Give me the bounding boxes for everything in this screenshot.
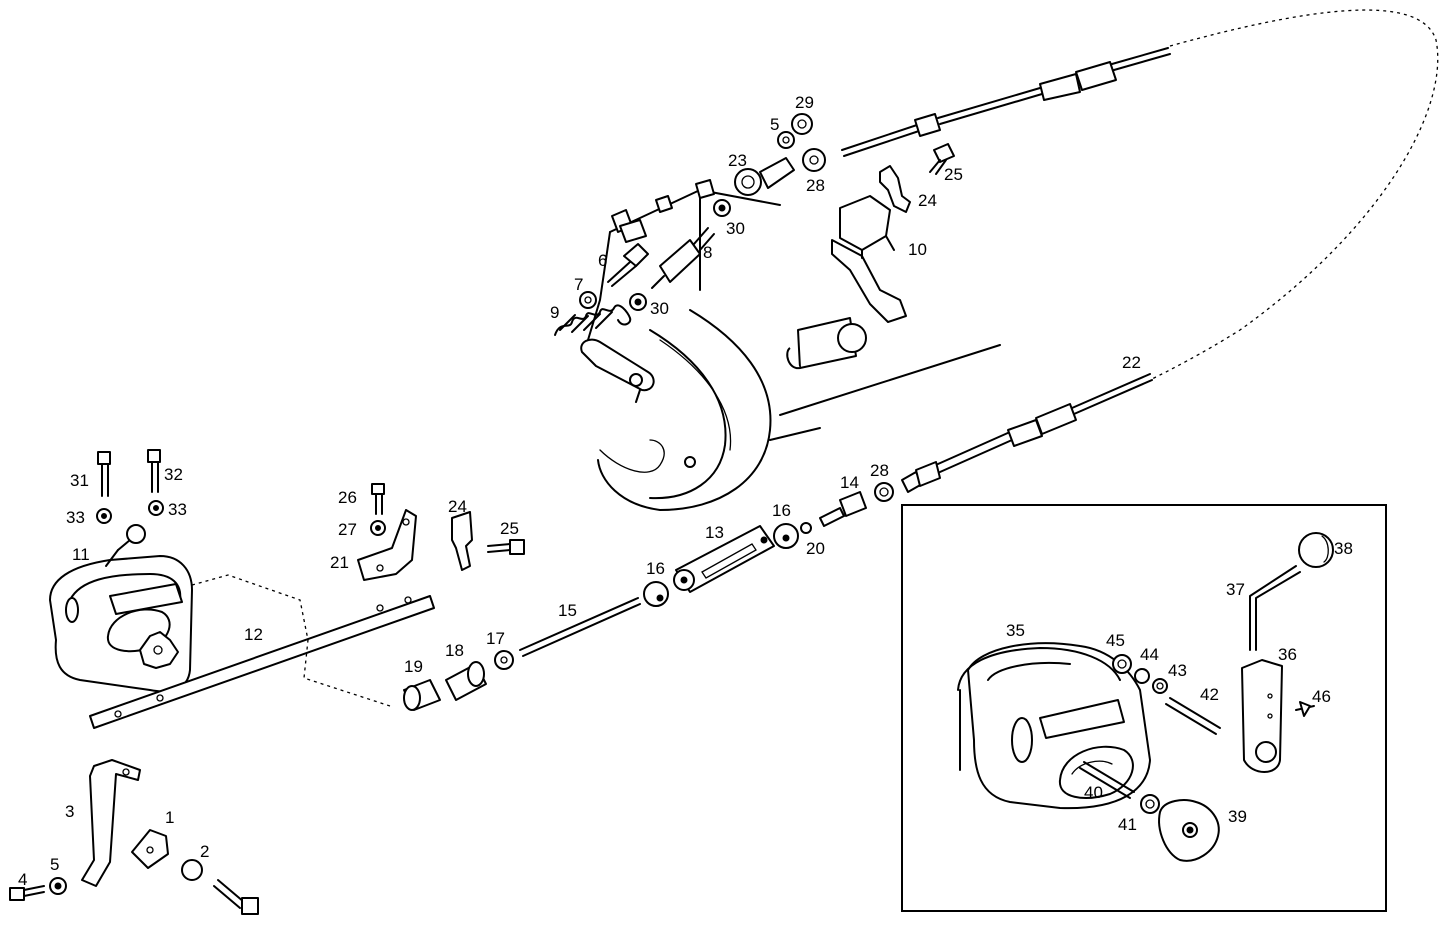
label-38: 38 [1334,539,1353,558]
nut-16a [643,581,669,607]
label-16a: 16 [646,559,665,578]
label-39: 39 [1228,807,1247,826]
label-28-mid: 28 [870,461,889,480]
fitting-14 [819,491,867,527]
shift-control-11 [49,524,193,693]
label-6: 6 [598,251,607,270]
transmission-housing [580,179,1001,511]
label-40: 40 [1084,783,1103,802]
label-5-bottom: 5 [50,855,59,874]
bracket-10 [831,195,907,323]
cable-loop [1149,9,1439,381]
coupling-13 [673,525,775,593]
bolt-6 [607,243,649,287]
label-28-top: 28 [806,176,825,195]
label-13: 13 [705,523,724,542]
bracket-21 [357,509,417,581]
nut-28-mid [874,482,894,502]
label-8: 8 [703,243,712,262]
bolt-32 [147,449,161,493]
part-labels: 1 2 3 4 5 5 6 7 8 9 10 11 12 13 14 15 16… [18,93,1353,889]
label-5-top: 5 [770,115,779,134]
bracket-3 [81,759,141,887]
label-32: 32 [164,465,183,484]
label-27: 27 [338,520,357,539]
upper-cable-end [841,47,1171,157]
block-1 [131,829,169,869]
label-21: 21 [330,553,349,572]
label-11: 11 [72,545,90,564]
nut-29 [791,113,813,135]
label-33a: 33 [66,508,85,527]
label-46: 46 [1312,687,1331,706]
label-12: 12 [244,625,263,644]
label-14: 14 [840,473,859,492]
label-30a: 30 [726,219,745,238]
pin-8 [651,227,715,289]
rod-15 [519,597,641,657]
label-41: 41 [1118,815,1137,834]
label-17: 17 [486,629,505,648]
clip-24-top [879,165,911,213]
label-25-top: 25 [944,165,963,184]
clip-24-mid [451,511,473,571]
spring-9 [554,304,632,336]
label-23: 23 [728,151,747,170]
label-45: 45 [1106,631,1125,650]
nut-17 [494,650,514,670]
washer-5-top [777,131,795,149]
label-25-mid: 25 [500,519,519,538]
label-4: 4 [18,870,27,889]
label-9: 9 [550,303,559,322]
label-1: 1 [165,808,174,827]
label-22: 22 [1122,353,1141,372]
label-43: 43 [1168,661,1187,680]
lower-cable-end [901,373,1153,493]
label-15: 15 [558,601,577,620]
label-18: 18 [445,641,464,660]
label-7: 7 [574,275,583,294]
label-33b: 33 [168,500,187,519]
label-36: 36 [1278,645,1297,664]
label-26: 26 [338,488,357,507]
label-30b: 30 [650,299,669,318]
label-29: 29 [795,93,814,112]
label-42: 42 [1200,685,1219,704]
label-35: 35 [1006,621,1025,640]
label-44: 44 [1140,645,1159,664]
label-2: 2 [200,842,209,861]
label-20: 20 [806,539,825,558]
label-10: 10 [908,240,927,259]
bolt-25-top [929,143,955,175]
label-31: 31 [70,471,89,490]
nut-20 [800,522,812,534]
label-19: 19 [404,657,423,676]
label-24-mid: 24 [448,497,467,516]
nut-28-top [802,148,826,172]
bolt-25-mid [487,539,525,555]
plate-12 [89,574,435,729]
ball-joint-23 [734,157,795,196]
label-37: 37 [1226,580,1245,599]
label-3: 3 [65,802,74,821]
bolt-31 [97,451,111,497]
bush-19 [403,679,441,711]
label-24-top: 24 [918,191,937,210]
nut-7 [579,291,597,309]
inset-detail-box [901,504,1387,912]
bush-2 [181,859,259,915]
label-16b: 16 [772,501,791,520]
bolt-26 [371,483,385,515]
sleeve-18 [445,661,487,701]
bolt-4 [9,885,45,901]
